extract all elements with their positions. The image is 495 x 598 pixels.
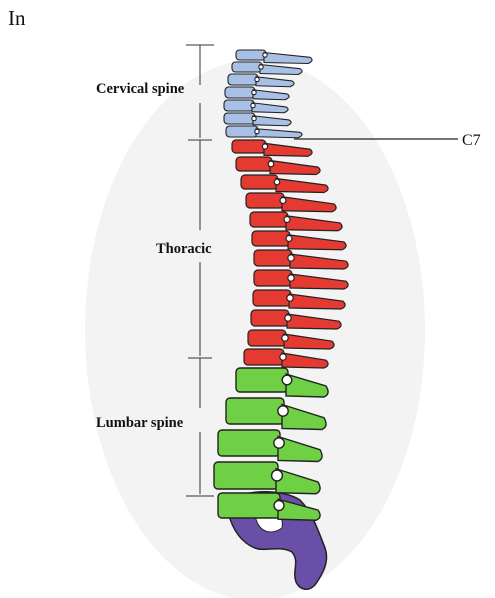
thoracic-vertebra-2-notch xyxy=(268,161,274,167)
thoracic-vertebra-1-body xyxy=(232,140,266,153)
cervical-vertebra-4-notch xyxy=(252,90,256,94)
lumbar-vertebra-2-notch xyxy=(278,406,288,416)
thoracic-vertebra-6-body xyxy=(252,231,290,246)
cervical-vertebra-2-notch xyxy=(259,65,263,69)
c7-label: C7 xyxy=(462,132,481,149)
lumbar-spine-label: Lumbar spine xyxy=(96,415,184,431)
lumbar-vertebra-3-notch xyxy=(274,438,284,448)
thoracic-vertebra-9-notch xyxy=(287,295,293,301)
lumbar-vertebra-4-notch xyxy=(272,470,283,481)
cervical-vertebra-7-body xyxy=(226,126,258,137)
thoracic-vertebra-2-body xyxy=(236,157,272,171)
thoracic-vertebra-5-notch xyxy=(284,217,290,223)
thoracic-vertebra-7-notch xyxy=(288,255,294,261)
cervical-vertebra-5-body xyxy=(224,100,254,111)
cervical-vertebra-6-notch xyxy=(252,116,256,120)
lumbar-vertebra-4-body xyxy=(214,462,278,489)
thoracic-vertebra-1-notch xyxy=(262,144,267,149)
thoracic-vertebra-5-body xyxy=(250,212,288,227)
lumbar-vertebra-1-notch xyxy=(282,375,292,385)
thoracic-label: Thoracic xyxy=(156,241,212,257)
thoracic-vertebra-7-body xyxy=(254,250,292,266)
thoracic-vertebra-11-body xyxy=(248,330,286,346)
thoracic-vertebra-12-body xyxy=(244,349,284,365)
cervical-vertebra-1-notch xyxy=(263,53,267,57)
thoracic-vertebra-10-body xyxy=(251,310,289,326)
cervical-vertebra-1-body xyxy=(236,50,266,60)
lumbar-vertebra-5-notch xyxy=(274,501,284,511)
lumbar-vertebra-1-body xyxy=(236,368,288,392)
cervical-vertebra-3-notch xyxy=(255,77,259,81)
cervical-vertebra-3-body xyxy=(228,74,258,85)
cervical-vertebra-6-body xyxy=(224,113,255,124)
cervical-vertebra-7-notch xyxy=(255,129,259,133)
lumbar-vertebra-5-body xyxy=(218,493,280,518)
thoracic-vertebra-8-notch xyxy=(288,275,294,281)
cervical-vertebra-5-notch xyxy=(251,103,255,107)
thoracic-vertebra-3-body xyxy=(241,175,278,189)
thoracic-vertebra-6-notch xyxy=(286,236,292,242)
thoracic-vertebra-12-notch xyxy=(280,354,286,360)
lumbar-vertebra-2-body xyxy=(226,398,284,424)
thoracic-vertebra-4-body xyxy=(246,193,284,208)
thoracic-vertebra-3-notch xyxy=(274,179,280,185)
thoracic-vertebra-11-notch xyxy=(282,335,288,341)
cervical-vertebra-2-body xyxy=(232,62,262,72)
cervical-spine-label: Cervical spine xyxy=(96,81,185,97)
thoracic-vertebra-8-body xyxy=(254,270,292,286)
thoracic-vertebra-10-notch xyxy=(285,315,291,321)
thoracic-vertebra-4-notch xyxy=(280,198,286,204)
thoracic-vertebra-9-body xyxy=(253,290,291,306)
cervical-vertebra-4-body xyxy=(225,87,255,98)
lumbar-vertebra-3-body xyxy=(218,430,280,456)
cervical-vertebra-1-process xyxy=(264,53,312,64)
